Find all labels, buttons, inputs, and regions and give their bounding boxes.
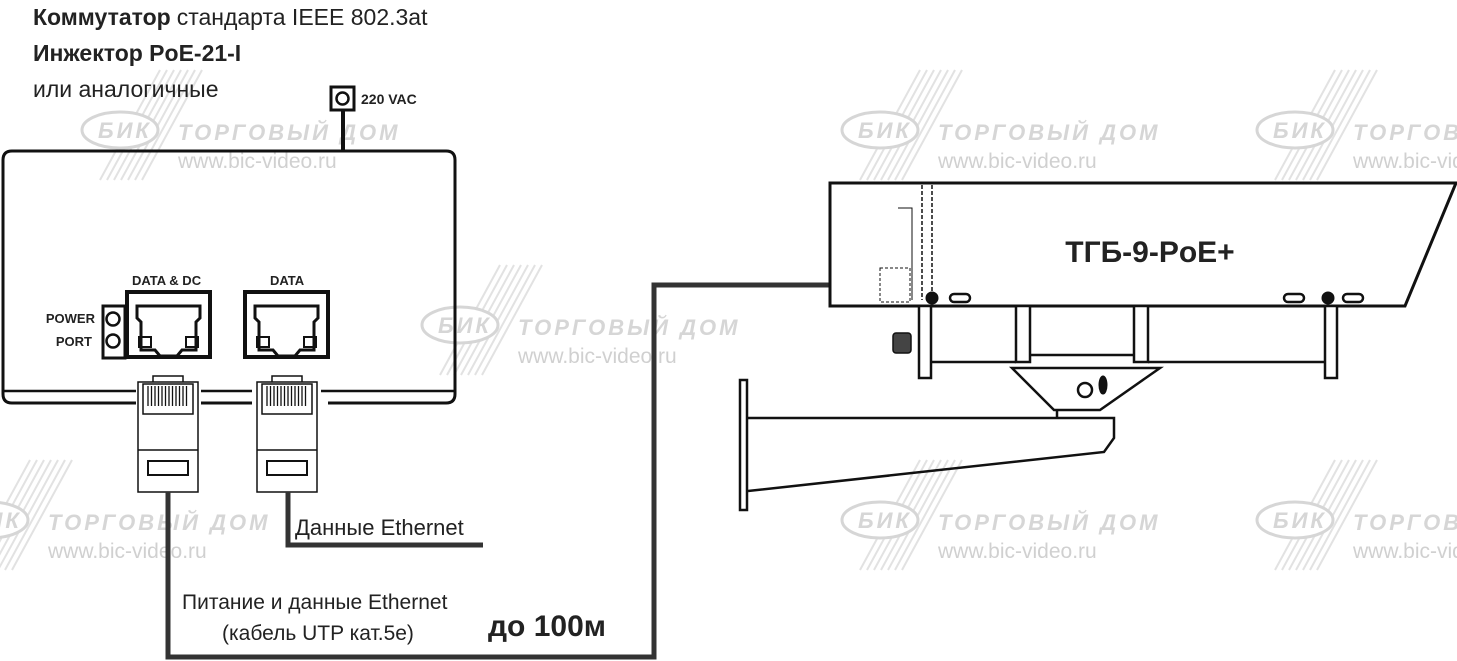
watermark-company: ТОРГОВЫЙ ДОМ — [1353, 509, 1457, 535]
watermark-logo: БИК — [858, 508, 912, 533]
header-line3: или аналогичные — [33, 76, 219, 102]
watermark: БИК ТОРГОВЫЙ ДОМ www.bic-video.ru — [1255, 459, 1457, 571]
watermark-company: ТОРГОВЫЙ ДОМ — [518, 314, 740, 340]
rj45-plug-2 — [256, 375, 318, 493]
injector: DATA & DC DATA POWER PORT — [1, 149, 457, 493]
watermark-logo: БИК — [0, 508, 22, 533]
poe-cable-label: Питание и данные Ethernet — [182, 591, 448, 614]
watermark-company: ТОРГОВЫЙ ДОМ — [178, 119, 400, 145]
poe-cable — [165, 282, 882, 660]
watermark-url: www.bic-video.ru — [517, 345, 677, 368]
watermark-company: ТОРГОВЫЙ ДОМ — [938, 509, 1160, 535]
poe-cable-sublabel: (кабель UTP кат.5е) — [222, 622, 414, 645]
rj45-port-2 — [243, 290, 330, 359]
watermark-url: www.bic-video.ru — [47, 540, 207, 563]
power-label: 220 VAC — [361, 91, 417, 107]
watermark-url: www.bic-video.ru — [1352, 540, 1457, 563]
watermark-logo: БИК — [858, 118, 912, 143]
led-label-power: POWER — [46, 311, 96, 326]
data-cable — [285, 492, 483, 548]
power-socket-icon — [329, 85, 356, 112]
camera-housing-label: ТГБ-9-PoE+ — [1065, 236, 1234, 269]
watermark-logo: БИК — [98, 118, 152, 143]
camera-housing — [738, 181, 1457, 512]
watermark-company: ТОРГОВЫЙ ДОМ — [938, 119, 1160, 145]
watermark: БИК ТОРГОВЫЙ ДОМ www.bic-video.ru — [80, 69, 400, 181]
watermark-url: www.bic-video.ru — [177, 150, 337, 173]
watermark: БИК ТОРГОВЫЙ ДОМ www.bic-video.ru — [0, 459, 270, 571]
watermark: БИК ТОРГОВЫЙ ДОМ www.bic-video.ru — [840, 69, 1160, 181]
port-led-icon — [105, 333, 121, 349]
distance-label: до 100м — [488, 610, 606, 643]
led-label-port: PORT — [56, 334, 92, 349]
watermark-company: ТОРГОВЫЙ ДОМ — [1353, 119, 1457, 145]
watermark-logo: БИК — [438, 313, 492, 338]
power-input: 220 VAC — [329, 85, 417, 151]
watermark-logo: БИК — [1273, 118, 1327, 143]
port1-label: DATA & DC — [132, 273, 202, 288]
rj45-plug-1 — [137, 375, 199, 493]
watermark-url: www.bic-video.ru — [937, 540, 1097, 563]
header-line2: Инжектор PoE-21-I — [33, 40, 241, 66]
rj45-port-1 — [125, 290, 212, 359]
watermark-logo: БИК — [1273, 508, 1327, 533]
watermark: БИК ТОРГОВЫЙ ДОМ www.bic-video.ru — [840, 459, 1160, 571]
watermark-url: www.bic-video.ru — [1352, 150, 1457, 173]
port2-label: DATA — [270, 273, 305, 288]
data-cable-label: Данные Ethernet — [295, 515, 464, 540]
watermark-company: ТОРГОВЫЙ ДОМ — [48, 509, 270, 535]
watermark-url: www.bic-video.ru — [937, 150, 1097, 173]
watermark: БИК ТОРГОВЫЙ ДОМ www.bic-video.ru — [420, 264, 740, 376]
watermark: БИК ТОРГОВЫЙ ДОМ www.bic-video.ru — [1255, 69, 1457, 181]
power-led-icon — [105, 311, 121, 327]
